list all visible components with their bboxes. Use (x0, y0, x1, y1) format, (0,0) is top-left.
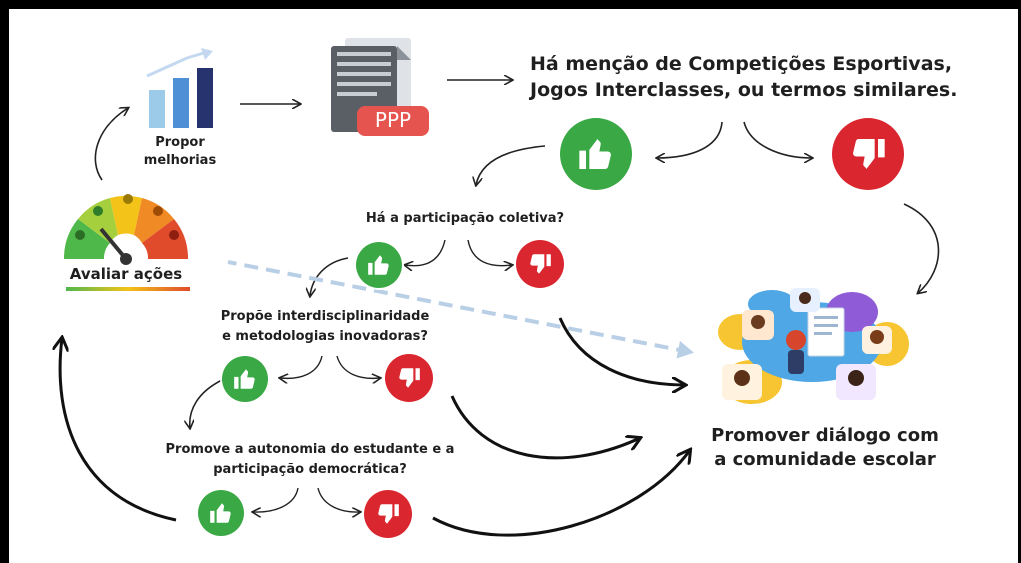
question-autonomy-line1: Promove a autonomia do estudante e a (165, 442, 455, 457)
dialog-label-line1: Promover diálogo com (711, 425, 939, 446)
arrow-interdisc-yes-to-autonomy (190, 379, 223, 428)
question-interdisc-line1: Propõe interdisciplinaridade (220, 309, 430, 324)
propose-label-line2: melhorias (143, 153, 217, 168)
arrow-evaluate-to-propose (94, 108, 128, 181)
ppp-tag-label: PPP (374, 108, 412, 132)
participation-no-badge (516, 240, 564, 288)
dashed-arrow-dialog-to-evaluate (227, 260, 694, 359)
top-yes-badge (560, 118, 632, 190)
top-question-line2: Jogos Interclasses, ou termos similares. (530, 79, 958, 101)
interdisc-yes-badge (222, 356, 268, 402)
propose-label-line1: Propor (155, 135, 205, 150)
thumbs-down-icon (399, 368, 420, 388)
bar-chart-growth-icon (146, 48, 213, 128)
autonomy-no-badge (364, 490, 412, 538)
thumbs-down-icon (530, 254, 551, 274)
arrow-interdisc-to-no (336, 355, 380, 378)
thumbs-up-icon (579, 139, 611, 169)
top-no-badge (832, 118, 904, 190)
thumbs-up-icon (210, 503, 231, 523)
dialog-label-line2: a comunidade escolar (714, 449, 936, 470)
arrow-question-to-yes (657, 121, 723, 158)
arrow-autonomy-no-to-dialog (432, 450, 690, 537)
participation-yes-badge (356, 242, 402, 288)
arrow-question-to-no (743, 121, 812, 158)
arrow-autonomy-to-yes (253, 487, 299, 512)
arrow-yes-to-participation (476, 145, 546, 185)
thumbs-down-icon (853, 139, 885, 169)
community-meeting-icon (718, 288, 909, 404)
question-autonomy-line2: participação democrática? (213, 462, 407, 477)
arrow-no-to-dialog (903, 203, 940, 293)
arrow-interdisc-to-yes (280, 355, 323, 378)
thumbs-down-icon (378, 504, 399, 524)
frame-top-border (0, 0, 1021, 9)
arrow-participation-to-yes (405, 239, 446, 266)
question-participation: Há a participação coletiva? (365, 211, 565, 226)
satisfaction-gauge-icon (63, 194, 189, 265)
top-question-line1: Há menção de Competições Esportivas, (530, 53, 953, 75)
thumbs-up-icon (368, 255, 389, 275)
arrow-autonomy-yes-to-evaluate (60, 338, 177, 522)
autonomy-yes-badge (198, 490, 244, 536)
question-interdisc-line2: e metodologias inovadoras? (222, 329, 428, 344)
frame-right-border (1018, 0, 1021, 563)
evaluate-label: Avaliar ações (69, 265, 183, 283)
ppp-document-icon (331, 38, 429, 136)
arrow-participation-to-no (467, 239, 512, 266)
thumbs-up-icon (234, 369, 255, 389)
arrow-participation-to-dialog (558, 317, 685, 385)
arrow-interdisc-no-to-dialog (450, 395, 640, 460)
frame-left-border (0, 0, 9, 563)
interdisc-no-badge (385, 354, 433, 402)
arrow-autonomy-to-no (317, 487, 360, 512)
arrow-participation-yes-to-interdisc (310, 257, 349, 296)
evaluate-color-bar (66, 287, 190, 291)
